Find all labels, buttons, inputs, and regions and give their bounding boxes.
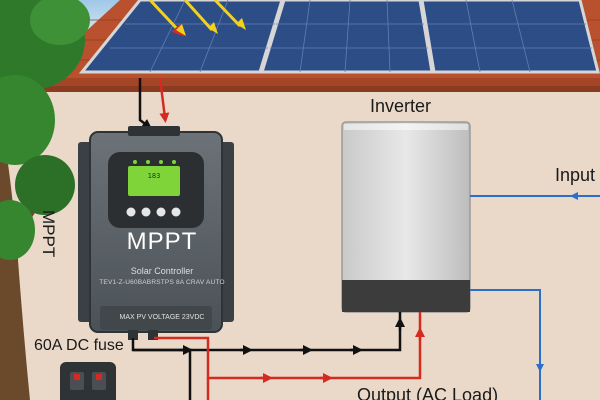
controller-model-line: TEV1-Z-U60BABRSTPS 8A CRAV AUTO — [99, 279, 225, 286]
ac-wires — [470, 192, 600, 400]
lcd-display: 183 — [147, 172, 161, 180]
controller-to-inverter-wires — [131, 312, 425, 400]
output-label: Output (AC Load) — [357, 385, 499, 400]
controller-pv-voltage: MAX PV VOLTAGE 23VDC — [119, 314, 205, 321]
tree-icon — [0, 0, 90, 400]
charge-controller-icon — [78, 126, 234, 340]
inverter-icon — [341, 121, 471, 313]
controller-subtitle: Solar Controller — [130, 266, 194, 276]
inverter-label: Inverter — [370, 96, 432, 116]
mppt-side-label: MPPT — [39, 210, 58, 258]
panel-to-controller-wires — [138, 77, 170, 129]
fuse-icon — [60, 362, 116, 400]
fuse-label: 60A DC fuse — [34, 337, 124, 354]
controller-brand: MPPT — [126, 228, 198, 255]
sun-rays-icon — [148, 0, 246, 37]
input-label: Input — [555, 165, 596, 185]
